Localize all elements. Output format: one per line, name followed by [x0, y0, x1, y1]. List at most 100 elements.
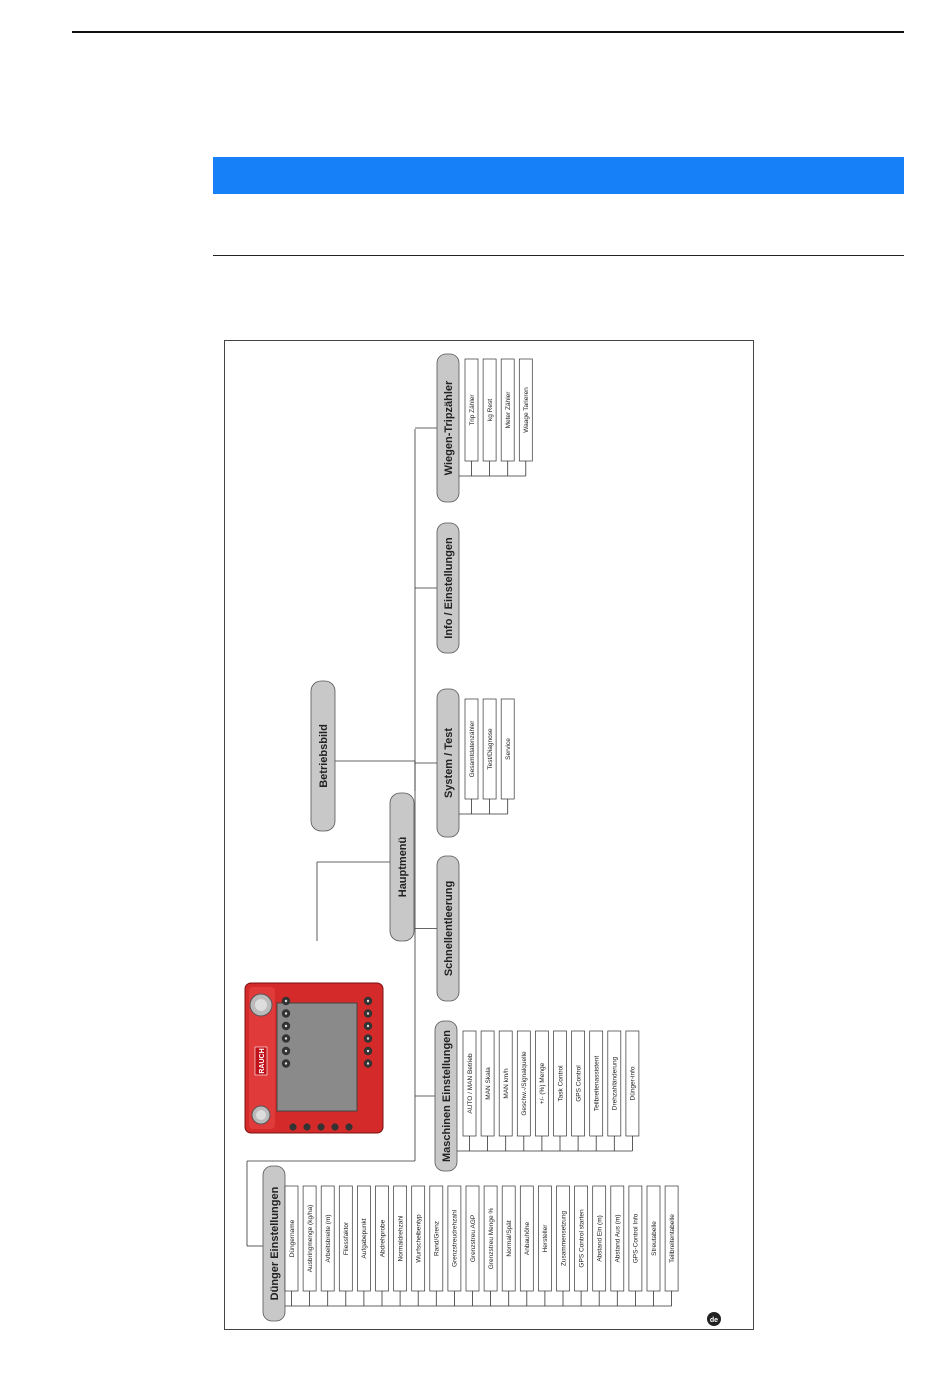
- menu-item-label: Normaldrehzahl: [397, 1215, 404, 1261]
- menu-item-label: Dünger-info: [630, 1066, 637, 1100]
- menu-item-label: AUTO / MAN Betrieb: [467, 1053, 474, 1114]
- menu-button-system-test[interactable]: System / Test: [436, 688, 460, 838]
- menu-item-label: Normal/Spät: [506, 1220, 513, 1256]
- menu-item-label: GPS Control starten: [578, 1209, 585, 1268]
- menu-item-geschw-signalquelle[interactable]: Geschw.-/Signalquelle: [516, 1030, 531, 1151]
- menu-item-label: Ausbringmenge (kg/ha): [307, 1205, 314, 1273]
- menu-item-duenger-info[interactable]: Dünger-info: [625, 1030, 640, 1151]
- menu-item-menge[interactable]: +/- (%) Menge: [535, 1030, 549, 1151]
- menu-label-maschinen-einstellungen: Maschinen Einstellungen: [441, 1030, 453, 1162]
- menu-item-label: +/- (%) Menge: [539, 1062, 546, 1104]
- menu-maschinen-einstellungen: Maschinen Einstellungen AUTO / MAN Betrie…: [434, 1020, 640, 1172]
- menu-item-rand-grenz[interactable]: Rand/Grenz: [429, 1185, 444, 1306]
- menu-item-fliessfaktor[interactable]: Fliessfaktor: [338, 1185, 353, 1306]
- menu-item-label: Abstand Ein (m): [597, 1215, 604, 1262]
- section-divider: [213, 255, 904, 256]
- menu-label-info-einstellungen: Info / Einstellungen: [443, 537, 455, 639]
- menu-item-label: Fliessfaktor: [343, 1221, 350, 1255]
- menu-item-teilbreitenassistent[interactable]: Teilbreitenassistent: [589, 1030, 604, 1151]
- menu-item-wurfscheibentyp[interactable]: Wurfscheibentyp: [411, 1185, 426, 1306]
- menu-button-info-einstellungen[interactable]: Info / Einstellungen: [436, 522, 460, 654]
- menu-item-label: Waage Tarieren: [523, 387, 530, 433]
- menu-item-label: Abdrehprobe: [379, 1219, 386, 1257]
- menu-item-task-control[interactable]: Task Control: [553, 1030, 567, 1151]
- menu-item-label: Grenzstreu Menge %: [488, 1208, 495, 1270]
- menu-item-waage-tarieren[interactable]: Waage Tarieren: [518, 358, 533, 476]
- menu-button-duenger-einstellungen[interactable]: Dünger Einstellungen: [262, 1165, 286, 1322]
- menu-item-arbeitsbreite-m[interactable]: Arbeitsbreite (m): [320, 1185, 335, 1306]
- menu-item-test-diagnose[interactable]: Test/Diagnose: [482, 698, 497, 814]
- menu-item-normal-spaet[interactable]: Normal/Spät: [501, 1185, 516, 1306]
- language-badge: de: [707, 1312, 721, 1326]
- menu-label-schnellentleerung: Schnellentleerung: [443, 881, 455, 976]
- menu-item-label: Meter Zähler: [505, 391, 512, 429]
- menu-item-man-skala[interactable]: MAN Skala: [480, 1030, 495, 1151]
- menu-item-meter-zaehler[interactable]: Meter Zähler: [500, 358, 515, 476]
- terminal-buttons: [281, 996, 373, 1131]
- menu-item-label: Anbauhöhe: [524, 1221, 531, 1255]
- menu-item-aufgabepunkt[interactable]: Aufgabepunkt: [357, 1185, 371, 1306]
- connector-lines: [246, 427, 437, 1247]
- header-rule: [72, 31, 904, 33]
- root-node[interactable]: Betriebsbild: [310, 680, 336, 832]
- menu-item-label: Teilbreitenassistent: [594, 1056, 601, 1111]
- terminal-function-key: [289, 1123, 297, 1131]
- menu-item-gesamtdatenzaehler[interactable]: Gesamtdatenzähler: [464, 698, 479, 814]
- main-menu-label: Hauptmenü: [397, 837, 409, 898]
- menu-label-duenger-einstellungen: Dünger Einstellungen: [269, 1186, 281, 1300]
- menu-item-service[interactable]: Service: [500, 698, 515, 814]
- menu-item-label: Task Control: [557, 1065, 564, 1102]
- menu-label-system-test: System / Test: [443, 728, 455, 798]
- menu-item-ausbringmenge-kg-ha[interactable]: Ausbringmenge (kg/ha): [302, 1185, 317, 1306]
- menu-info-einstellungen: Info / Einstellungen: [436, 522, 460, 654]
- menu-item-abstand-aus-m[interactable]: Abstand Aus (m): [610, 1185, 625, 1306]
- menu-item-grenzstreudrehzahl[interactable]: Grenzstreudrehzahl: [447, 1185, 462, 1306]
- menu-item-gps-control-starten[interactable]: GPS Control starten: [574, 1185, 588, 1306]
- menu-item-streutabelle[interactable]: Streutabelle: [646, 1185, 661, 1306]
- menu-item-grenzstreu-menge[interactable]: Grenzstreu Menge %: [483, 1185, 498, 1306]
- menu-label-wiegen-tripzaehler: Wiegen-Tripzähler: [443, 380, 455, 475]
- menu-item-label: Hersteller: [542, 1224, 549, 1253]
- menu-item-drehzahlaenderung[interactable]: Drehzahländerung: [607, 1030, 622, 1151]
- menu-item-hersteller[interactable]: Hersteller: [538, 1185, 552, 1306]
- menu-item-normaldrehzahl[interactable]: Normaldrehzahl: [393, 1185, 407, 1306]
- root-node-label: Betriebsbild: [318, 724, 330, 788]
- menu-item-label: Gesamtdatenzähler: [469, 720, 476, 778]
- menu-item-abstand-ein-m[interactable]: Abstand Ein (m): [592, 1185, 607, 1306]
- menu-item-anbauhoehe[interactable]: Anbauhöhe: [519, 1185, 534, 1306]
- menu-item-label: Test/Diagnose: [487, 728, 494, 770]
- terminal-function-key: [317, 1123, 325, 1131]
- menu-item-duengername[interactable]: Düngername: [284, 1185, 299, 1306]
- menu-button-maschinen-einstellungen[interactable]: Maschinen Einstellungen: [434, 1020, 458, 1172]
- menu-item-auto-man-betrieb[interactable]: AUTO / MAN Betrieb: [462, 1030, 477, 1151]
- menu-item-label: GPS Control: [575, 1065, 582, 1102]
- menu-item-label: Wurfscheibentyp: [416, 1214, 423, 1263]
- menu-item-zusammensetzung[interactable]: Zusammensetzung: [556, 1185, 570, 1306]
- menu-item-abdrehprobe[interactable]: Abdrehprobe: [375, 1185, 389, 1306]
- terminal-function-key: [345, 1123, 353, 1131]
- menu-item-label: MAN Skala: [485, 1067, 492, 1100]
- menu-item-grenzstreu-agp[interactable]: Grenzstreu AGP: [465, 1185, 480, 1306]
- menu-item-label: Abstand Aus (m): [615, 1214, 622, 1262]
- menu-button-wiegen-tripzaehler[interactable]: Wiegen-Tripzähler: [436, 353, 460, 503]
- menu-item-label: MAN km/h: [503, 1068, 510, 1099]
- menu-item-label: Grenzstreudrehzahl: [452, 1209, 459, 1267]
- menu-structure-figure: Betriebsbild Hauptmenü RAUCH de Dünger E…: [224, 340, 754, 1330]
- terminal-function-key: [303, 1123, 311, 1131]
- terminal-function-key: [331, 1123, 339, 1131]
- menu-item-gps-control[interactable]: GPS Control: [571, 1030, 585, 1151]
- menu-button-schnellentleerung[interactable]: Schnellentleerung: [436, 855, 460, 1002]
- terminal-logo: RAUCH: [259, 1048, 266, 1073]
- menu-item-gps-control-info[interactable]: GPS-Control Info: [628, 1185, 643, 1306]
- menu-item-teilbreitentabelle[interactable]: Teilbreitentabelle: [664, 1185, 679, 1306]
- menu-item-label: Drehzahländerung: [612, 1056, 619, 1110]
- menu-system-test: System / Test Gesamtdatenzähler Test/Diagn…: [436, 688, 515, 838]
- menu-item-label: kg Rest: [487, 399, 494, 421]
- menu-item-man-km-h[interactable]: MAN km/h: [498, 1030, 513, 1151]
- main-menu-node[interactable]: Hauptmenü: [389, 792, 415, 942]
- menu-item-kg-rest[interactable]: kg Rest: [482, 358, 497, 476]
- menu-item-label: Zusammensetzung: [560, 1210, 567, 1266]
- menu-item-trip-zaehler[interactable]: Trip Zähler: [464, 358, 479, 476]
